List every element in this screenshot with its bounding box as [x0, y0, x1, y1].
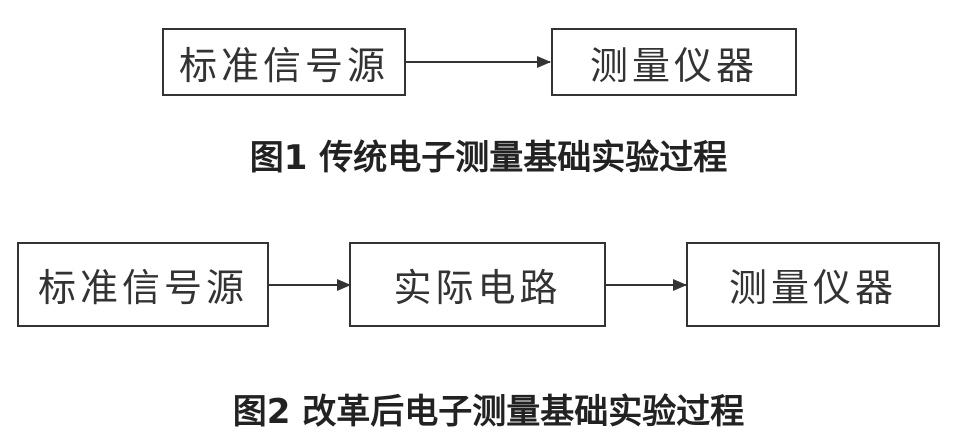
box-measuring-instrument-2: 测量仪器: [686, 242, 940, 327]
figure-2-caption: 图2 改革后电子测量基础实验过程: [232, 392, 745, 432]
box-label: 标准信号源: [178, 43, 389, 88]
box-label: 实际电路: [393, 266, 562, 310]
box-label: 标准信号源: [37, 266, 248, 310]
box-standard-signal-source-2: 标准信号源: [17, 242, 269, 327]
box-actual-circuit: 实际电路: [349, 242, 606, 327]
box-standard-signal-source-1: 标准信号源: [162, 28, 406, 96]
box-label: 测量仪器: [728, 266, 897, 310]
figure-1-caption: 图1 传统电子测量基础实验过程: [249, 138, 728, 178]
box-measuring-instrument-1: 测量仪器: [551, 28, 797, 96]
box-label: 测量仪器: [589, 43, 758, 88]
